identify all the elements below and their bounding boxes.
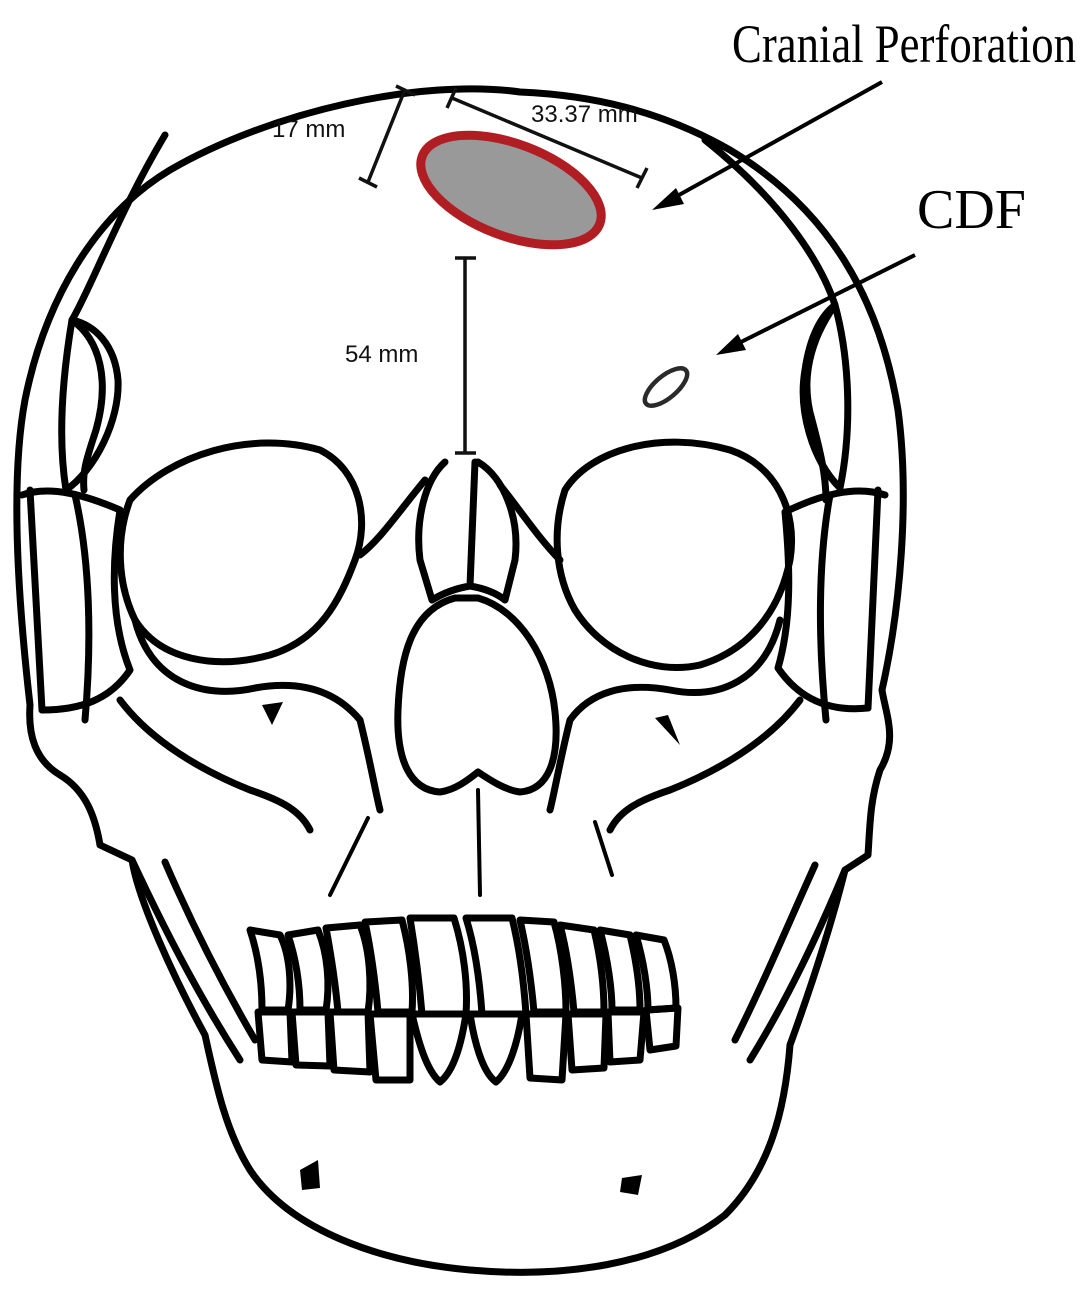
dimension-height-label: 54 mm: [345, 341, 418, 368]
cranial-perforation-label: Cranial Perforation: [732, 14, 1076, 74]
cranium-outline: [17, 89, 903, 1272]
cdf-label: CDF: [917, 179, 1026, 241]
dimension-width-label: 17 mm: [272, 116, 345, 143]
dimension-length-label: 33.37 mm: [531, 101, 638, 128]
nasal-septum: [478, 790, 480, 895]
